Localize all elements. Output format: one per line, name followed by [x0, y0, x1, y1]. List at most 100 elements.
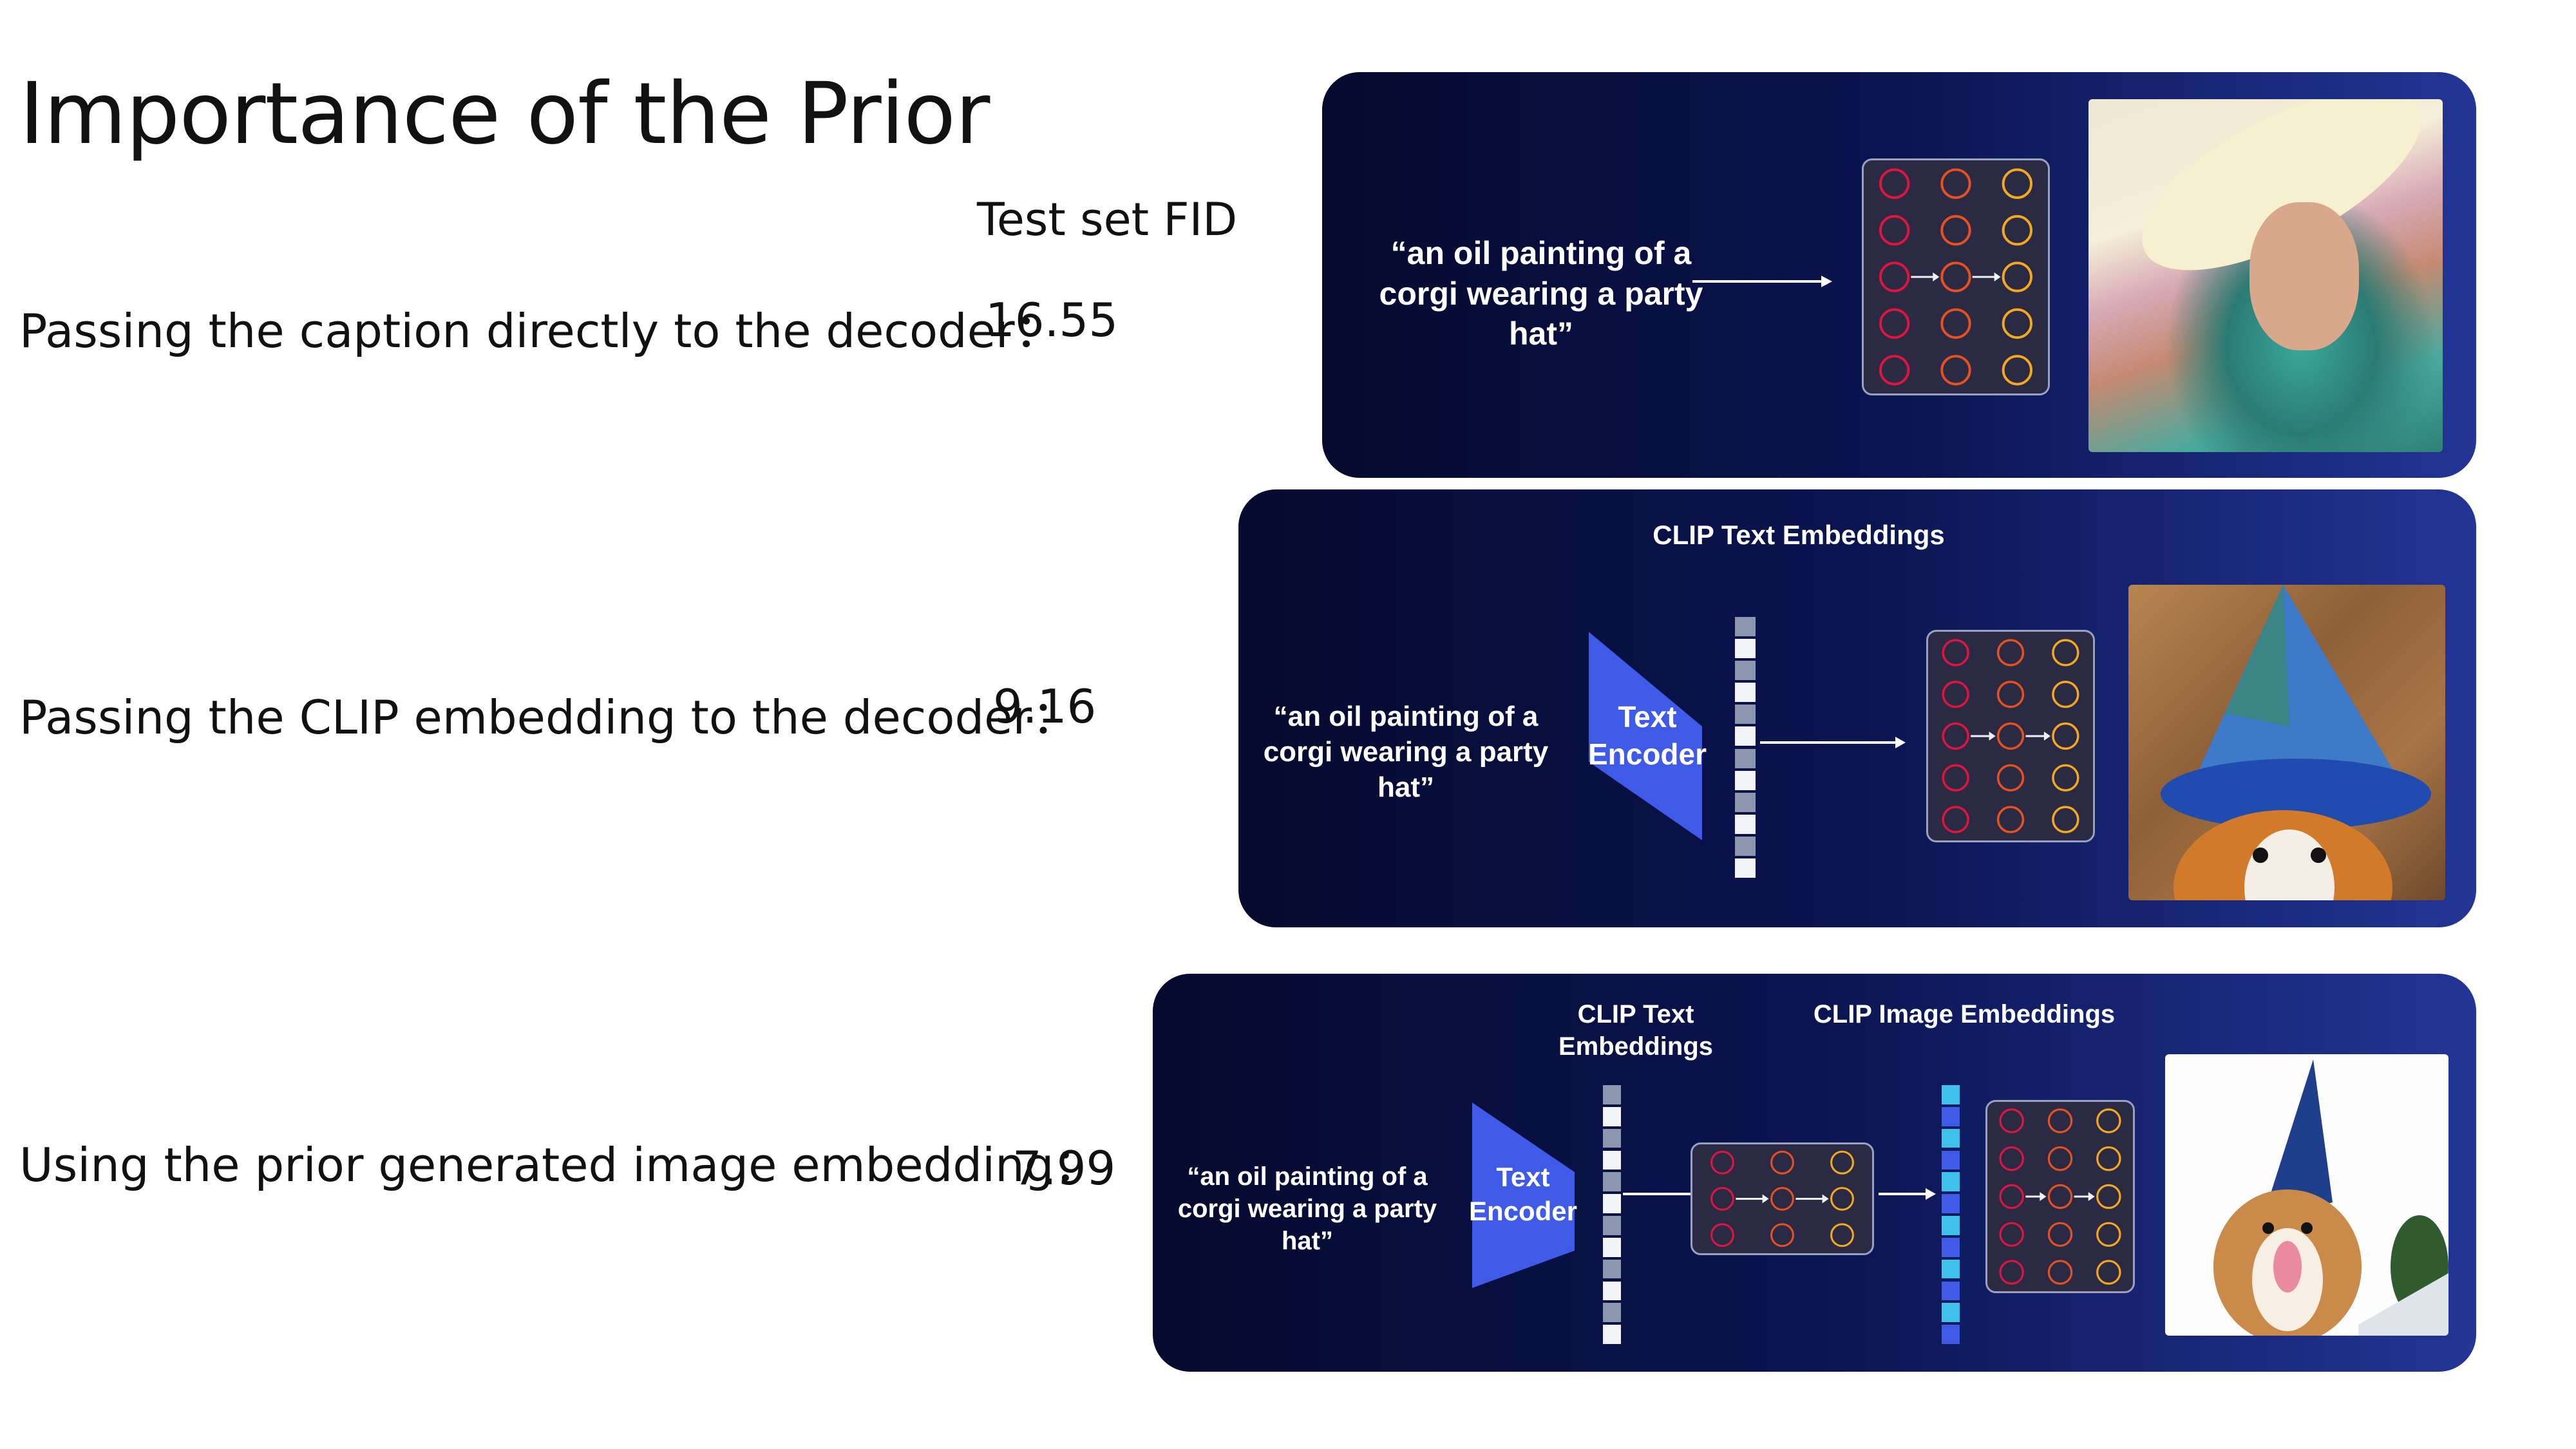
- embedding-cell: [1735, 770, 1756, 790]
- network-node: [2047, 1184, 2073, 1209]
- row-label: Passing the CLIP embedding to the decode…: [19, 690, 1079, 744]
- embedding-cell: [1603, 1150, 1621, 1170]
- row-value-clip: 9.16: [993, 679, 1097, 734]
- prompt-caption: “an oil painting of a corgi wearing a pa…: [1177, 1162, 1437, 1255]
- network-node: [1996, 639, 2025, 667]
- embedding-cell: [1942, 1150, 1960, 1170]
- network-node: [2002, 355, 2033, 386]
- face-shape: [2249, 202, 2359, 350]
- network-node: [1940, 308, 1971, 339]
- network-node: [1710, 1150, 1734, 1175]
- embedding-cell: [1603, 1194, 1621, 1213]
- network-node: [2047, 1260, 2073, 1285]
- embedding-cell: [1735, 748, 1756, 768]
- network-node: [1830, 1150, 1854, 1175]
- network-node: [1996, 806, 2025, 833]
- network-node: [1879, 308, 1910, 339]
- network-node: [1940, 214, 1971, 246]
- network-node: [1996, 722, 2025, 750]
- embedding-cell: [1942, 1237, 1960, 1257]
- generated-image-corgi-painting: [2128, 585, 2445, 900]
- network-node: [1710, 1187, 1734, 1211]
- network-node: [1999, 1260, 2024, 1285]
- network-node: [1940, 355, 1971, 386]
- network-node: [2047, 1222, 2073, 1247]
- text-encoder-label: Text Encoder: [1468, 1162, 1578, 1226]
- embedding-cell: [1942, 1216, 1960, 1235]
- embedding-cell: [1603, 1259, 1621, 1279]
- clip-image-embeddings-label: CLIP Image Embeddings: [1813, 1000, 2116, 1028]
- diagram-panel-clip-decoder: “an oil painting of a corgi wearing a pa…: [1238, 489, 2476, 927]
- embedding-cell: [1735, 836, 1756, 856]
- network-nodes-icon: [1942, 639, 2079, 833]
- text-encoder-label: Text Encoder: [1587, 700, 1707, 771]
- embedding-cell: [1735, 617, 1756, 637]
- network-node: [2096, 1260, 2121, 1285]
- embedding-cell: [1603, 1216, 1621, 1235]
- embedding-cell: [1735, 683, 1756, 703]
- node-arrow-icon: [1971, 732, 1996, 741]
- clip-text-embeddings-label: CLIP Text Embeddings: [1653, 520, 1945, 550]
- network-node: [2052, 764, 2079, 791]
- embedding-cell: [1735, 792, 1756, 812]
- generated-image-corgi-photo: [2165, 1054, 2448, 1336]
- network-node: [1879, 168, 1910, 199]
- embedding-cell: [1942, 1259, 1960, 1279]
- network-node: [2047, 1146, 2073, 1171]
- embedding-cell: [1735, 858, 1756, 878]
- embedding-cell: [1603, 1085, 1621, 1104]
- node-arrow-icon: [2074, 1192, 2095, 1201]
- prompt-caption: “an oil painting of a corgi wearing a pa…: [1263, 701, 1549, 803]
- network-node: [1999, 1146, 2024, 1171]
- embedding-cell: [1942, 1281, 1960, 1301]
- embedding-cell: [1735, 726, 1756, 746]
- network-node: [1999, 1184, 2024, 1209]
- network-node: [2052, 681, 2079, 708]
- network-node: [1940, 261, 1971, 292]
- decoder-network: [1862, 158, 2050, 395]
- node-arrow-icon: [1972, 272, 2001, 281]
- column-header-fid: Test set FID: [977, 193, 1238, 246]
- text-encoder-shape: [1472, 1103, 1575, 1288]
- network-node: [2096, 1108, 2121, 1133]
- network-node: [2052, 806, 2079, 833]
- clip-text-embedding-vector: [1603, 1085, 1621, 1344]
- slide-title: Importance of the Prior: [19, 64, 990, 164]
- decoder-network: [1985, 1100, 2135, 1293]
- row-value-prior: 7.99: [1012, 1141, 1116, 1195]
- network-node: [1999, 1108, 2024, 1133]
- node-arrow-icon: [1911, 272, 1940, 281]
- node-arrow-icon: [2025, 1192, 2047, 1201]
- network-node: [1942, 722, 1969, 750]
- network-node: [1770, 1187, 1794, 1211]
- network-nodes-icon: [1879, 168, 2033, 386]
- network-node: [2052, 639, 2079, 667]
- network-node: [2052, 722, 2079, 750]
- embedding-cell: [1735, 661, 1756, 681]
- result-row-prior: Using the prior generated image embeddin…: [19, 1127, 1100, 1195]
- network-node: [1996, 681, 2025, 708]
- network-node: [1879, 355, 1910, 386]
- network-node: [1770, 1223, 1794, 1247]
- prior-network: [1690, 1142, 1874, 1255]
- network-node: [2002, 261, 2033, 292]
- arrow-icon: [1692, 276, 1832, 287]
- embedding-cell: [1942, 1303, 1960, 1323]
- network-node: [2047, 1108, 2073, 1133]
- embedding-cell: [1942, 1106, 1960, 1126]
- embedding-cell: [1735, 814, 1756, 834]
- network-node: [1942, 764, 1969, 791]
- embedding-cell: [1942, 1325, 1960, 1344]
- network-node: [1710, 1223, 1734, 1247]
- embedding-cell: [1735, 705, 1756, 724]
- network-node: [1999, 1222, 2024, 1247]
- network-node: [1940, 168, 1971, 199]
- network-node: [1879, 214, 1910, 246]
- network-node: [1942, 681, 1969, 708]
- decoder-network: [1926, 630, 2095, 842]
- network-nodes-icon: [1999, 1108, 2121, 1285]
- embedding-cell: [1942, 1194, 1960, 1213]
- text-encoder-shape: [1589, 632, 1702, 840]
- embedding-cell: [1735, 639, 1756, 659]
- result-row-clip: Passing the CLIP embedding to the decode…: [19, 679, 1078, 747]
